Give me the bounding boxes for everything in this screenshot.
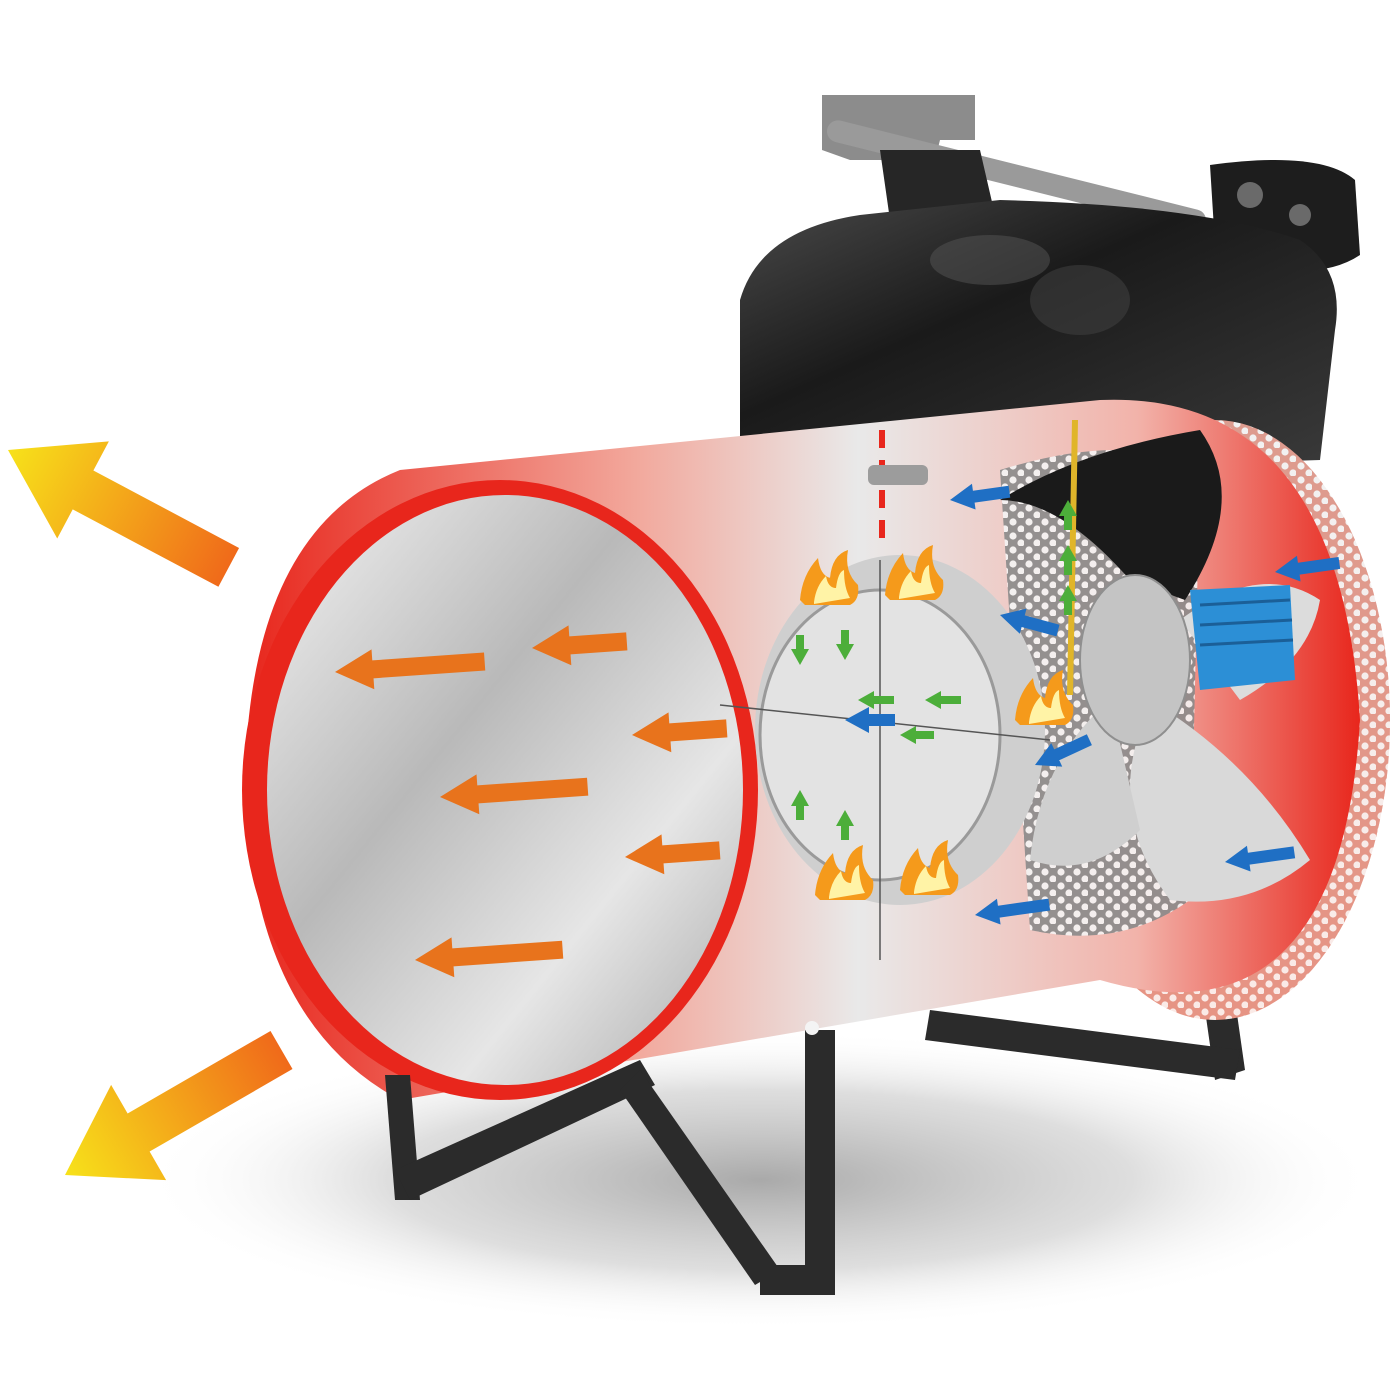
carry-handle [822,95,1360,271]
motor-cover [740,200,1337,470]
warm-air-arrow-icon [335,649,486,690]
cold-air-arrow-icon [1225,845,1296,872]
flame-icon [1015,670,1074,725]
recirculation-arrow-icon [858,691,894,709]
cold-air-arrow-icon [950,483,1011,510]
ground-shadow [140,1030,1380,1330]
flame-icon [815,845,874,900]
recirculation-arrow-icon [1059,500,1077,530]
warm-air-arrow-icon [440,774,589,815]
hot-air-arrow-icon [8,441,240,587]
flame-icon [800,550,859,605]
warm-air-arrow-icon [415,937,564,978]
cold-air-arrow-icon [1275,555,1341,582]
heating-chamber [719,555,1051,960]
cold-air-arrow-icon [1035,734,1092,767]
warm-air-arrow-icon [625,834,721,875]
recirculation-arrow-icon [836,630,854,660]
recirculation-arrow-icon [900,726,934,744]
fan-hub [1079,574,1191,746]
recirculation-arrow-icon [791,790,809,820]
cold-air-arrow-icon [845,707,895,733]
recirculation-arrow-icon [1059,545,1077,575]
flame-icon [885,545,944,600]
recirculation-arrows [791,500,1077,840]
recirculation-arrow-icon [925,691,961,709]
recirculation-arrow-icon [791,635,809,665]
flame-icon [900,840,959,895]
cold-air-arrow-icon [975,898,1051,925]
warm-air-arrow-icon [632,712,728,753]
cold-air-arrow-icon [1000,608,1060,637]
motor-coil [1190,585,1295,690]
recirculation-arrow-icon [1059,585,1077,615]
hot-output-arrows [8,441,293,1181]
heating-element-flames [800,545,1074,900]
warm-air-arrow-icon [532,625,628,666]
cold-intake-arrows [845,483,1341,925]
warm-air-arrows [335,625,728,978]
recirculation-arrow-icon [836,810,854,840]
hot-air-arrow-icon [65,1030,293,1181]
front-frame [385,1021,835,1295]
